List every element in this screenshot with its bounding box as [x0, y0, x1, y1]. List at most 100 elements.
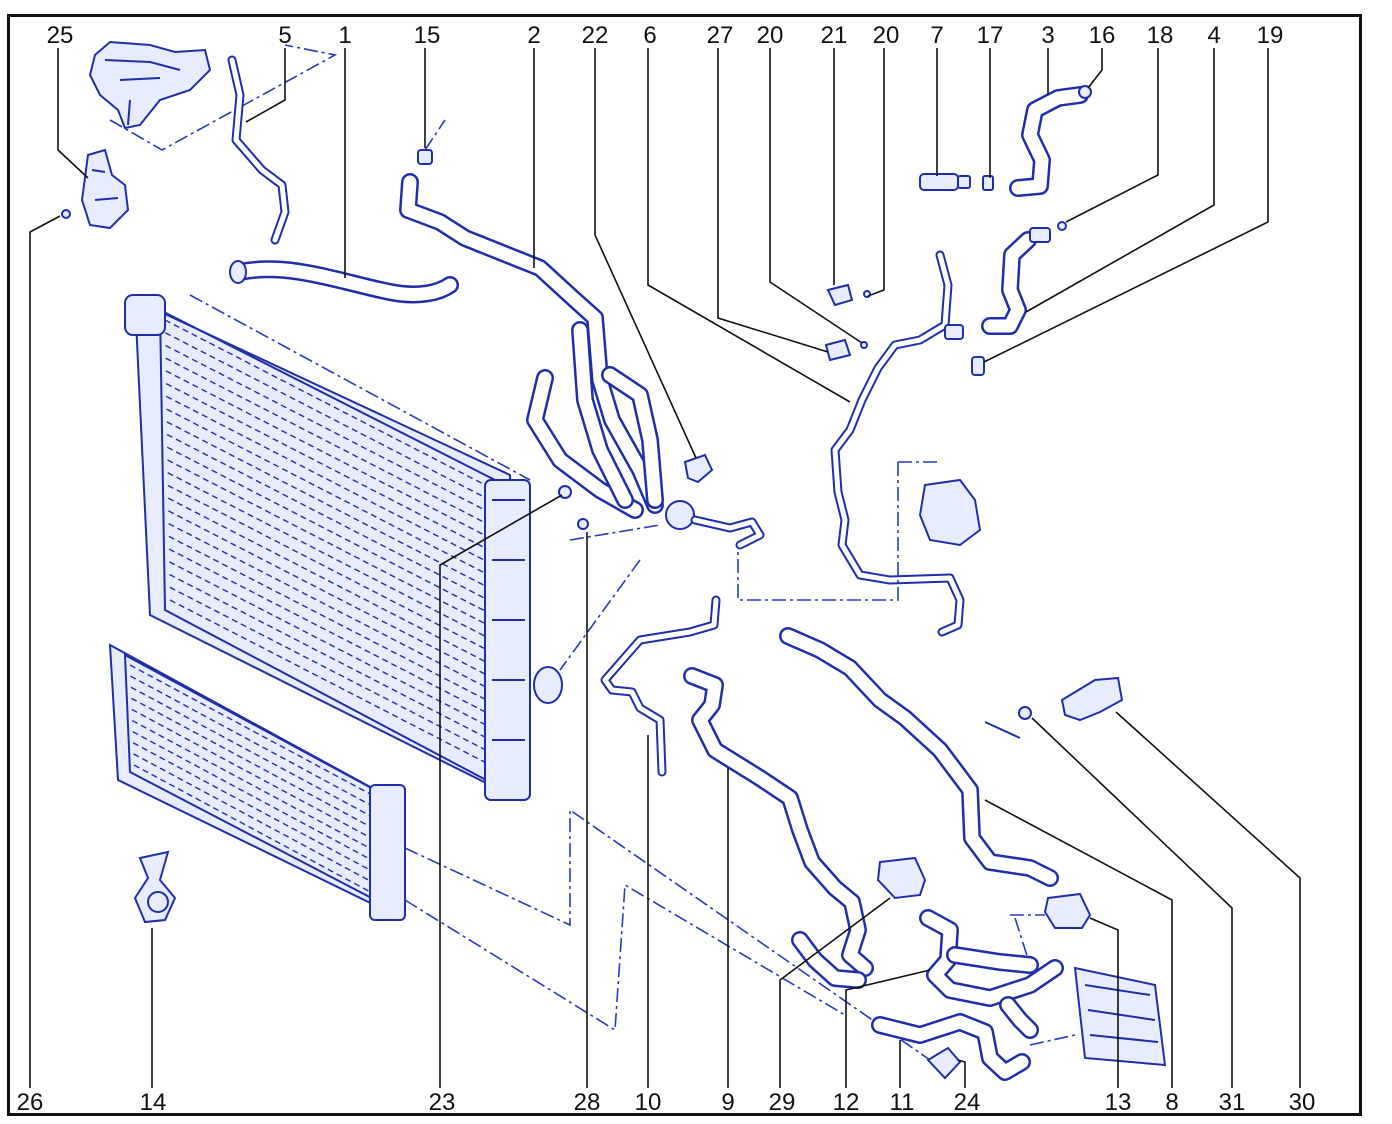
hose-2 [399, 173, 765, 550]
hose-12 [919, 909, 1064, 1007]
screw [61, 209, 71, 219]
radiator-fin [131, 708, 375, 841]
radiator-fin [169, 586, 501, 758]
hose-9 [683, 667, 874, 989]
mounting-bracket [80, 148, 130, 230]
assembly-line [559, 524, 661, 671]
hose-1 [229, 260, 459, 304]
callout-21: 21 [820, 22, 848, 49]
callout-15: 15 [413, 22, 441, 49]
radiator-fin [165, 357, 497, 529]
radiator-fin [168, 523, 499, 695]
callout-13: 13 [1104, 1089, 1132, 1116]
expansion-tank [88, 40, 338, 151]
radiator-fin [164, 319, 496, 491]
radiator-fin [168, 561, 500, 733]
callout-30: 30 [1288, 1089, 1316, 1116]
callout-6: 6 [643, 22, 657, 49]
callout-20: 20 [872, 22, 900, 49]
clip-20 [860, 290, 871, 349]
clip-27 [824, 338, 852, 362]
pump-13 [1010, 892, 1092, 966]
radiator-fin [166, 446, 498, 618]
radiator-fin [130, 686, 374, 818]
radiator-fin [131, 719, 375, 852]
callout-19: 19 [1256, 22, 1284, 49]
bracket-30 [1060, 676, 1124, 722]
diagram-frame [7, 14, 1362, 1116]
callout-26: 26 [16, 1089, 44, 1116]
hose-8 [779, 627, 1059, 887]
callout-5: 5 [278, 22, 292, 49]
callout-11: 11 [889, 1089, 915, 1116]
clip-16 [1078, 85, 1092, 99]
callout-16: 16 [1088, 22, 1116, 49]
radiator-fin [168, 535, 500, 707]
callout-18: 18 [1146, 22, 1174, 49]
radiator-fin [168, 510, 499, 682]
valve-assembly [737, 461, 982, 601]
callout-29: 29 [768, 1089, 796, 1116]
radiator-fin [167, 484, 499, 657]
clip-17 [982, 175, 994, 191]
radiator-fin [132, 731, 375, 863]
clip-18 [1057, 221, 1067, 231]
main-radiator [124, 294, 563, 802]
leader-lines [29, 48, 1301, 1088]
hose-3 [1009, 86, 1089, 197]
radiator-fin [166, 395, 497, 567]
callout-8: 8 [1165, 1089, 1179, 1116]
callout-25: 25 [46, 22, 74, 49]
grommet-31 [984, 706, 1032, 739]
radiator-fin [165, 370, 497, 542]
radiator-fin [165, 383, 497, 555]
clip-15 [417, 119, 446, 165]
secondary-radiator [108, 643, 931, 1061]
callout-23: 23 [428, 1089, 456, 1116]
control-unit [1029, 966, 1167, 1067]
radiator-fin [165, 344, 496, 517]
radiator-fin [167, 497, 499, 669]
callout-10: 10 [634, 1089, 662, 1116]
pipe-10 [600, 595, 721, 777]
callout-22: 22 [581, 22, 609, 49]
radiator-fin [129, 664, 373, 796]
radiator-fin [169, 599, 501, 771]
callout-4: 4 [1207, 22, 1221, 49]
callout-1: 1 [338, 22, 352, 49]
radiator-fin [168, 548, 500, 720]
plug-19 [971, 356, 985, 376]
callout-20: 20 [756, 22, 784, 49]
callout-12: 12 [832, 1089, 860, 1116]
connector-7 [919, 173, 971, 191]
hose-4 [981, 227, 1051, 335]
callout-2: 2 [527, 22, 541, 49]
radiator-fin [166, 408, 497, 580]
radiator-fin [133, 753, 376, 885]
hose-6 [830, 250, 965, 637]
radiator-fin [166, 421, 498, 593]
callout-24: 24 [953, 1089, 981, 1116]
radiator-fin [166, 433, 498, 606]
radiator-fin [133, 764, 377, 896]
radiator-fin [130, 675, 373, 807]
hose-5 [227, 55, 290, 245]
callout-31: 31 [1218, 1089, 1246, 1116]
radiator-fin [132, 742, 376, 874]
callout-14: 14 [139, 1089, 167, 1116]
callout-3: 3 [1041, 22, 1055, 49]
radiator-fin [169, 573, 500, 746]
clip-21 [826, 283, 854, 307]
callout-9: 9 [721, 1089, 735, 1116]
radiator-fin [167, 472, 499, 644]
callout-7: 7 [930, 22, 944, 49]
callout-17: 17 [976, 22, 1004, 49]
pump-29 [876, 856, 927, 900]
cap-14 [133, 850, 177, 924]
callout-27: 27 [706, 22, 734, 49]
callout-28: 28 [573, 1089, 601, 1116]
clip-22 [683, 453, 714, 484]
radiator-fin [164, 332, 496, 504]
radiator-fin [167, 459, 498, 631]
